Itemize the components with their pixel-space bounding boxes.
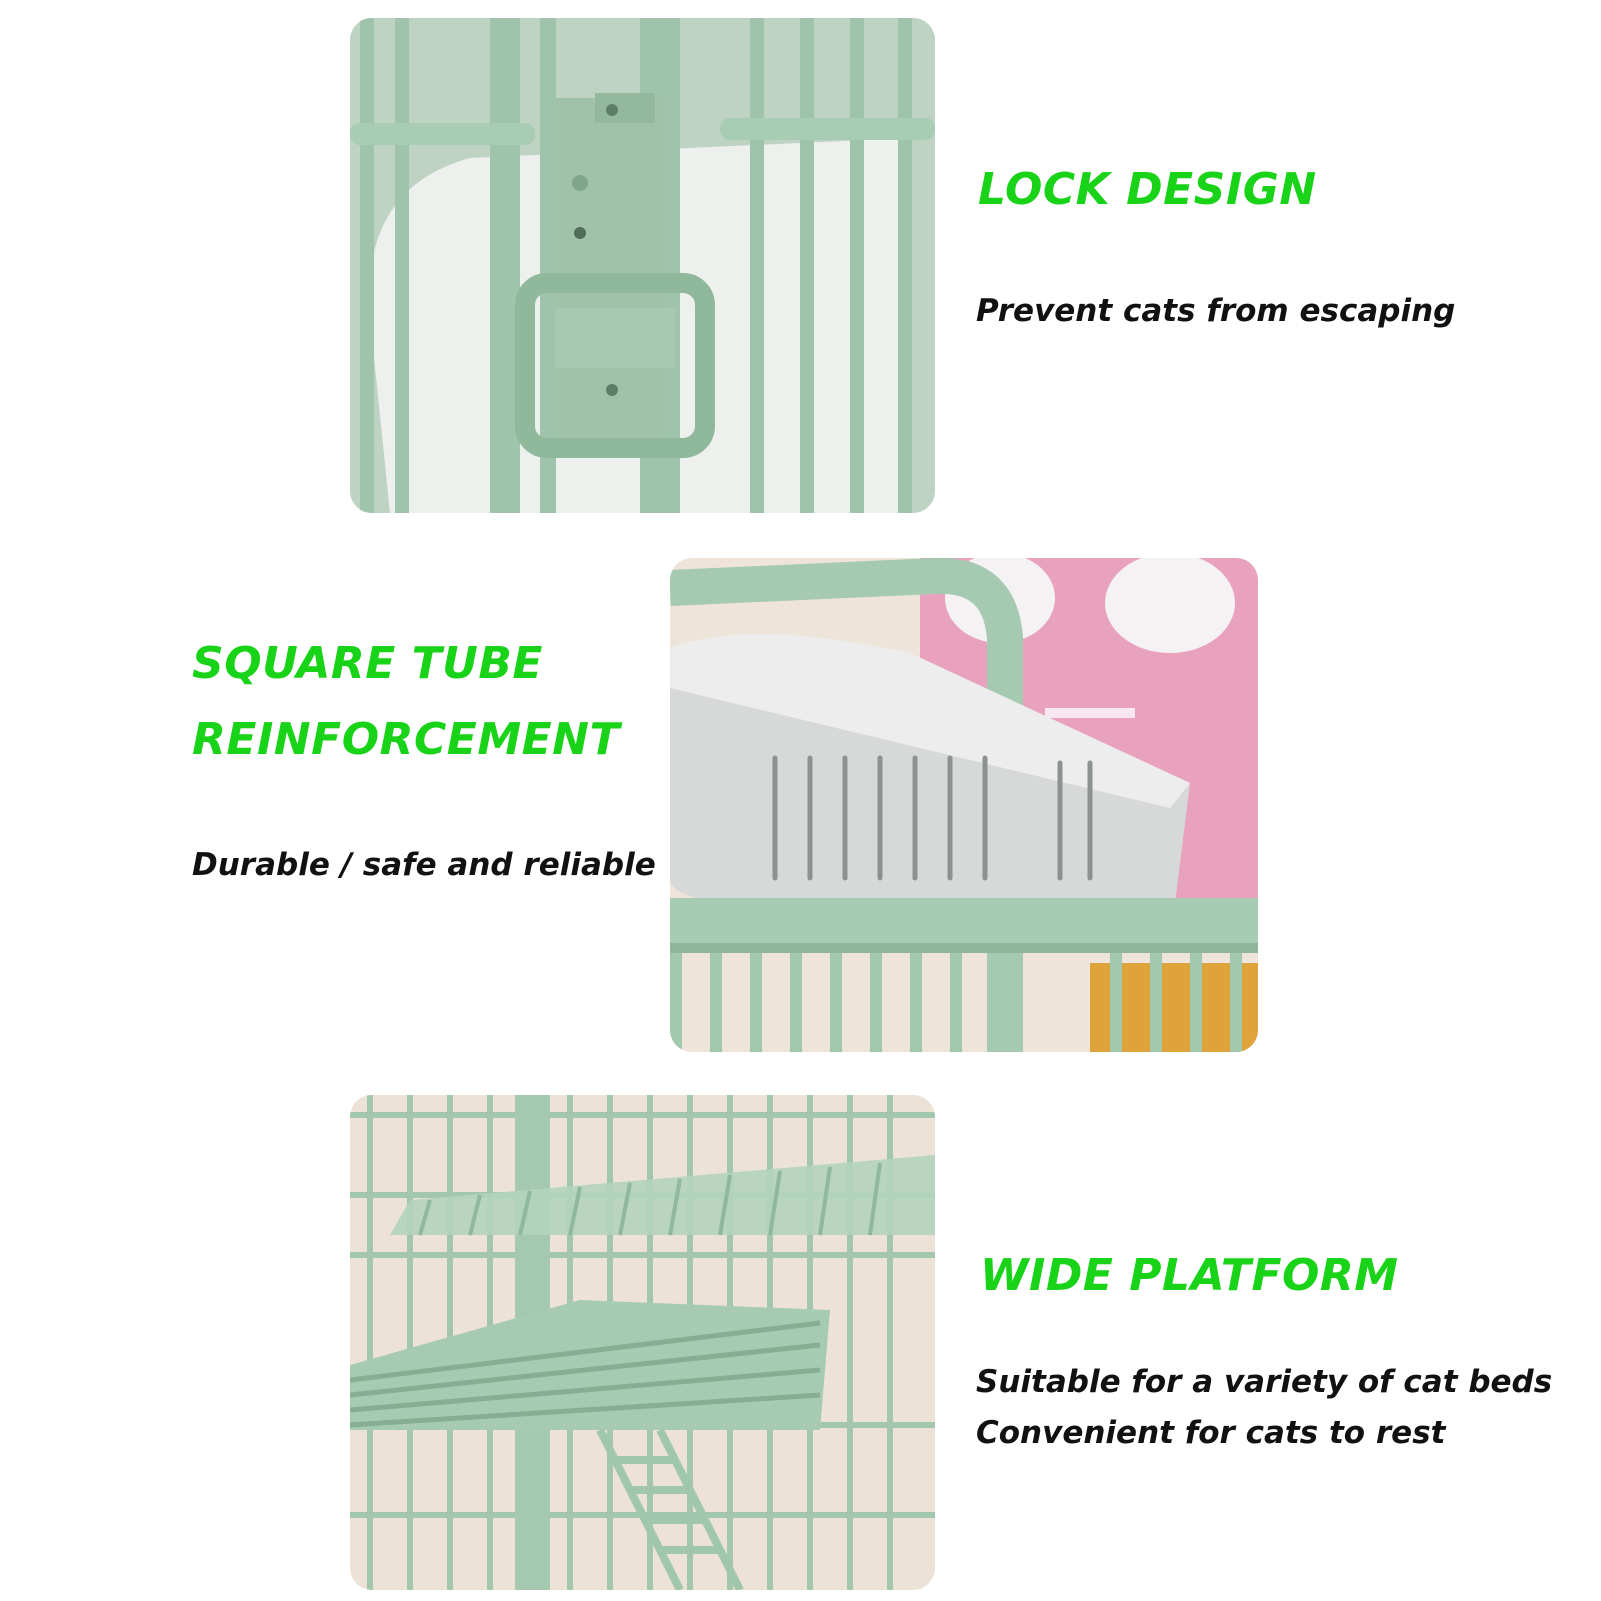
wide-platform-heading: WIDE PLATFORM (980, 1250, 1399, 1301)
square-tube-heading-line1: SQUARE TUBE (192, 638, 543, 689)
lock-design-description: Prevent cats from escaping (976, 293, 1456, 329)
lock-design-heading: LOCK DESIGN (978, 164, 1317, 215)
wide-platform-description-line2: Convenient for cats to rest (976, 1415, 1446, 1451)
wide-platform-photo (350, 1095, 935, 1590)
square-tube-heading-line2: REINFORCEMENT (192, 714, 621, 765)
lock-design-photo (350, 18, 935, 513)
square-tube-description: Durable / safe and reliable (192, 847, 656, 883)
square-tube-photo (670, 558, 1258, 1052)
wide-platform-description-line1: Suitable for a variety of cat beds (976, 1364, 1553, 1400)
